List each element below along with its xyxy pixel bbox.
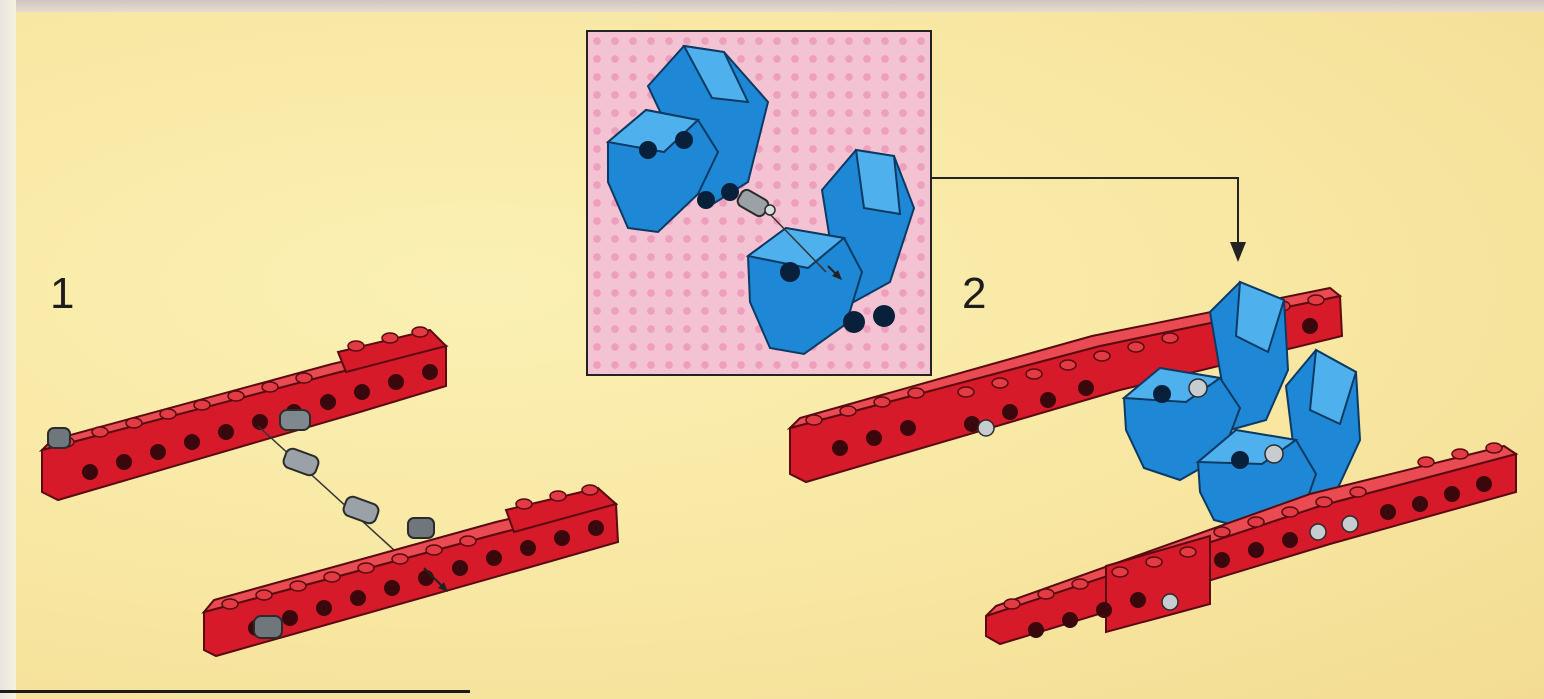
red-beam-1a: [42, 327, 446, 500]
down-arrow-icon: [932, 178, 1246, 262]
red-beam-1b: [204, 485, 618, 656]
